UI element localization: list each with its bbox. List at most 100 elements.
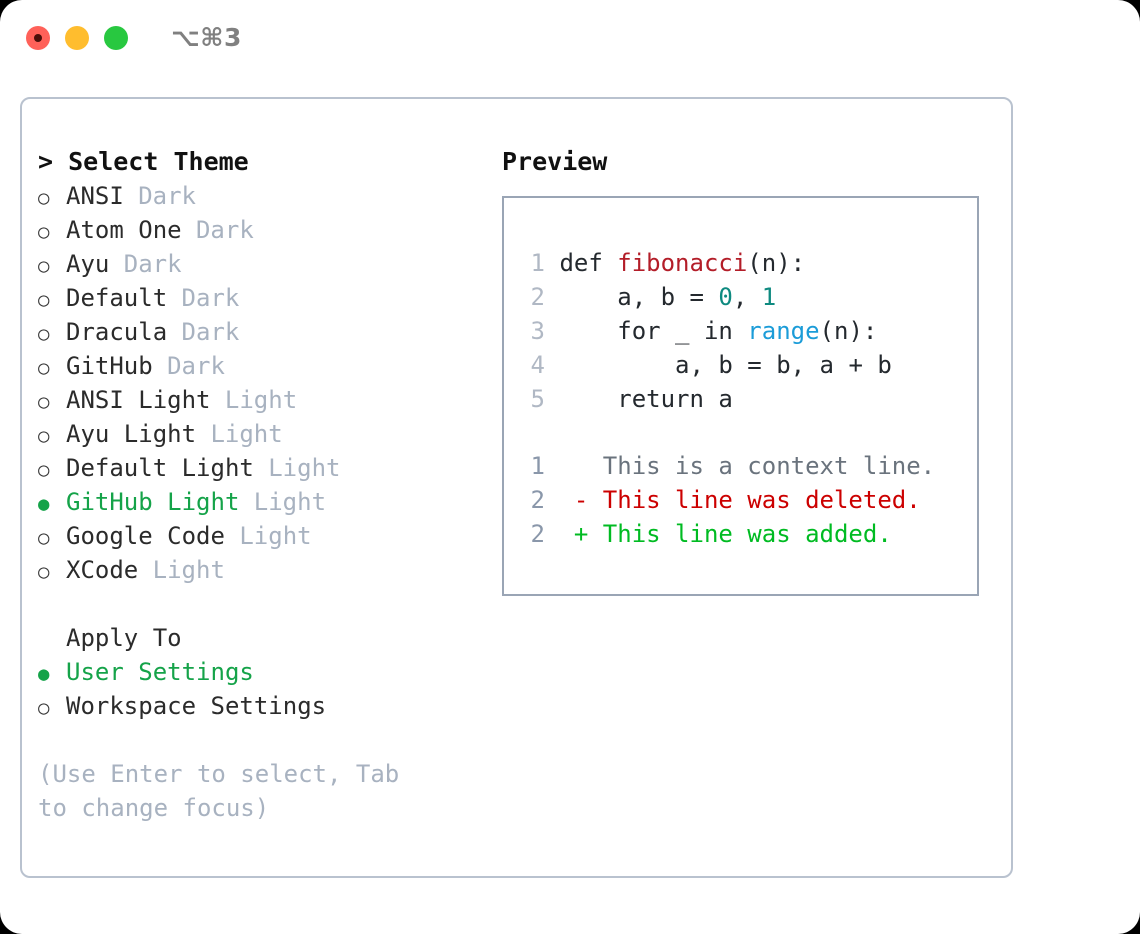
diff-line-number: 2	[530, 486, 545, 514]
theme-variant-label: Light	[152, 556, 225, 584]
theme-variant-label: Dark	[181, 284, 240, 312]
code-line-number: 3	[530, 317, 545, 345]
theme-list-item[interactable]: ○ Default Light Light	[38, 451, 488, 485]
maximize-window-button[interactable]	[104, 26, 128, 50]
apply-to-options[interactable]: ● User Settings ○ Workspace Settings	[38, 655, 488, 723]
theme-variant-label: Light	[239, 522, 312, 550]
radio-unselected-icon: ○	[38, 697, 50, 719]
diff-sample: 1 This is a context line.2 - This line w…	[521, 449, 936, 551]
apply-to-option-label: Workspace Settings	[66, 692, 327, 720]
select-theme-heading: > Select Theme	[38, 147, 249, 176]
close-window-button[interactable]	[26, 26, 50, 50]
apply-to-option[interactable]: ○ Workspace Settings	[38, 689, 488, 723]
theme-variant-label: Light	[268, 454, 341, 482]
theme-variant-label: Light	[253, 488, 327, 516]
theme-name: Google Code	[66, 522, 225, 550]
radio-unselected-icon: ○	[38, 425, 50, 447]
theme-name: Default	[66, 284, 168, 312]
title-bar: ⌥⌘3	[0, 0, 1140, 78]
theme-variant-label: Dark	[138, 182, 196, 210]
theme-list-item[interactable]: ○ Atom One Dark	[38, 213, 488, 247]
diff-line-text: - This line was deleted.	[545, 486, 921, 514]
theme-name: Ayu Light	[66, 420, 197, 448]
code-token-builtin: range	[747, 317, 820, 345]
theme-variant-label: Dark	[167, 352, 225, 380]
radio-unselected-icon: ○	[38, 391, 50, 413]
theme-list-item[interactable]: ○ Ayu Light Light	[38, 417, 488, 451]
minimize-window-button[interactable]	[65, 26, 89, 50]
code-line: 2 a, b = 0, 1	[521, 280, 892, 314]
diff-line-text: + This line was added.	[545, 520, 892, 548]
theme-list-item[interactable]: ● GitHub Light Light	[38, 485, 488, 519]
diff-line-number: 2	[530, 520, 545, 548]
diff-line-del: 2 - This line was deleted.	[521, 483, 935, 517]
diff-line-number: 1	[530, 452, 545, 480]
code-line: 1 def fibonacci(n):	[521, 246, 892, 280]
theme-name: Atom One	[66, 216, 182, 244]
code-token-plain: return a	[559, 385, 733, 413]
theme-variant-label: Dark	[123, 250, 182, 278]
theme-list-item[interactable]: ○ Ayu Dark	[38, 247, 488, 281]
code-line: 4 a, b = b, a + b	[521, 348, 892, 382]
keyboard-hint-text: (Use Enter to select, Tab to change focu…	[38, 760, 400, 822]
diff-line-text: This is a context line.	[545, 452, 936, 480]
radio-unselected-icon: ○	[38, 459, 50, 481]
code-line-number: 1	[530, 249, 545, 277]
theme-list-item[interactable]: ○ ANSI Light Light	[38, 383, 488, 417]
theme-name: ANSI	[66, 182, 124, 210]
code-line-number: 4	[530, 351, 545, 379]
code-token-plain: for _ in	[559, 317, 748, 345]
preview-pane: Preview 1 def fibonacci(n):2 a, b = 0, 1…	[502, 145, 1002, 596]
apply-to-option-label: User Settings	[66, 658, 254, 686]
radio-selected-icon: ●	[38, 663, 50, 685]
code-line-number: 2	[530, 283, 545, 311]
radio-unselected-icon: ○	[38, 357, 50, 379]
theme-variant-label: Light	[210, 420, 283, 448]
apply-to-section: Apply To ● User Settings ○ Workspace Settin…	[38, 621, 488, 723]
preview-heading: Preview	[502, 147, 608, 176]
theme-name: XCode	[66, 556, 139, 584]
radio-unselected-icon: ○	[38, 221, 50, 243]
window-title-shortcut: ⌥⌘3	[171, 23, 242, 52]
code-token-num: 1	[761, 283, 777, 311]
diff-line-ctx: 1 This is a context line.	[521, 449, 936, 483]
theme-variant-label: Light	[224, 386, 298, 414]
theme-list-item[interactable]: ○ GitHub Dark	[38, 349, 488, 383]
theme-name: Default Light	[66, 454, 254, 482]
code-line: 5 return a	[521, 382, 892, 416]
radio-unselected-icon: ○	[38, 255, 50, 277]
diff-line-add: 2 + This line was added.	[521, 517, 935, 551]
radio-selected-icon: ●	[38, 493, 50, 515]
traffic-light-group	[26, 26, 128, 50]
theme-name: ANSI Light	[66, 386, 211, 414]
apply-to-heading: Apply To	[66, 624, 182, 652]
code-line-number: 5	[530, 385, 545, 413]
code-token-plain: a, b =	[559, 283, 719, 311]
theme-name: GitHub Light	[66, 488, 240, 516]
theme-name: GitHub	[66, 352, 153, 380]
code-token-plain: def	[559, 249, 618, 277]
code-line: 3 for _ in range(n):	[521, 314, 892, 348]
apply-to-option[interactable]: ● User Settings	[38, 655, 488, 689]
theme-list-item[interactable]: ○ ANSI Dark	[38, 179, 488, 213]
theme-name: Dracula	[66, 318, 168, 346]
radio-unselected-icon: ○	[38, 187, 50, 209]
theme-name: Ayu	[66, 250, 110, 278]
radio-unselected-icon: ○	[38, 323, 50, 345]
theme-variant-label: Dark	[195, 216, 254, 244]
theme-list-item[interactable]: ○ Default Dark	[38, 281, 488, 315]
code-token-plain: a, b = b, a + b	[559, 351, 892, 379]
code-token-func: fibonacci	[617, 249, 748, 277]
radio-unselected-icon: ○	[38, 289, 50, 311]
code-token-plain: (n):	[747, 249, 806, 277]
